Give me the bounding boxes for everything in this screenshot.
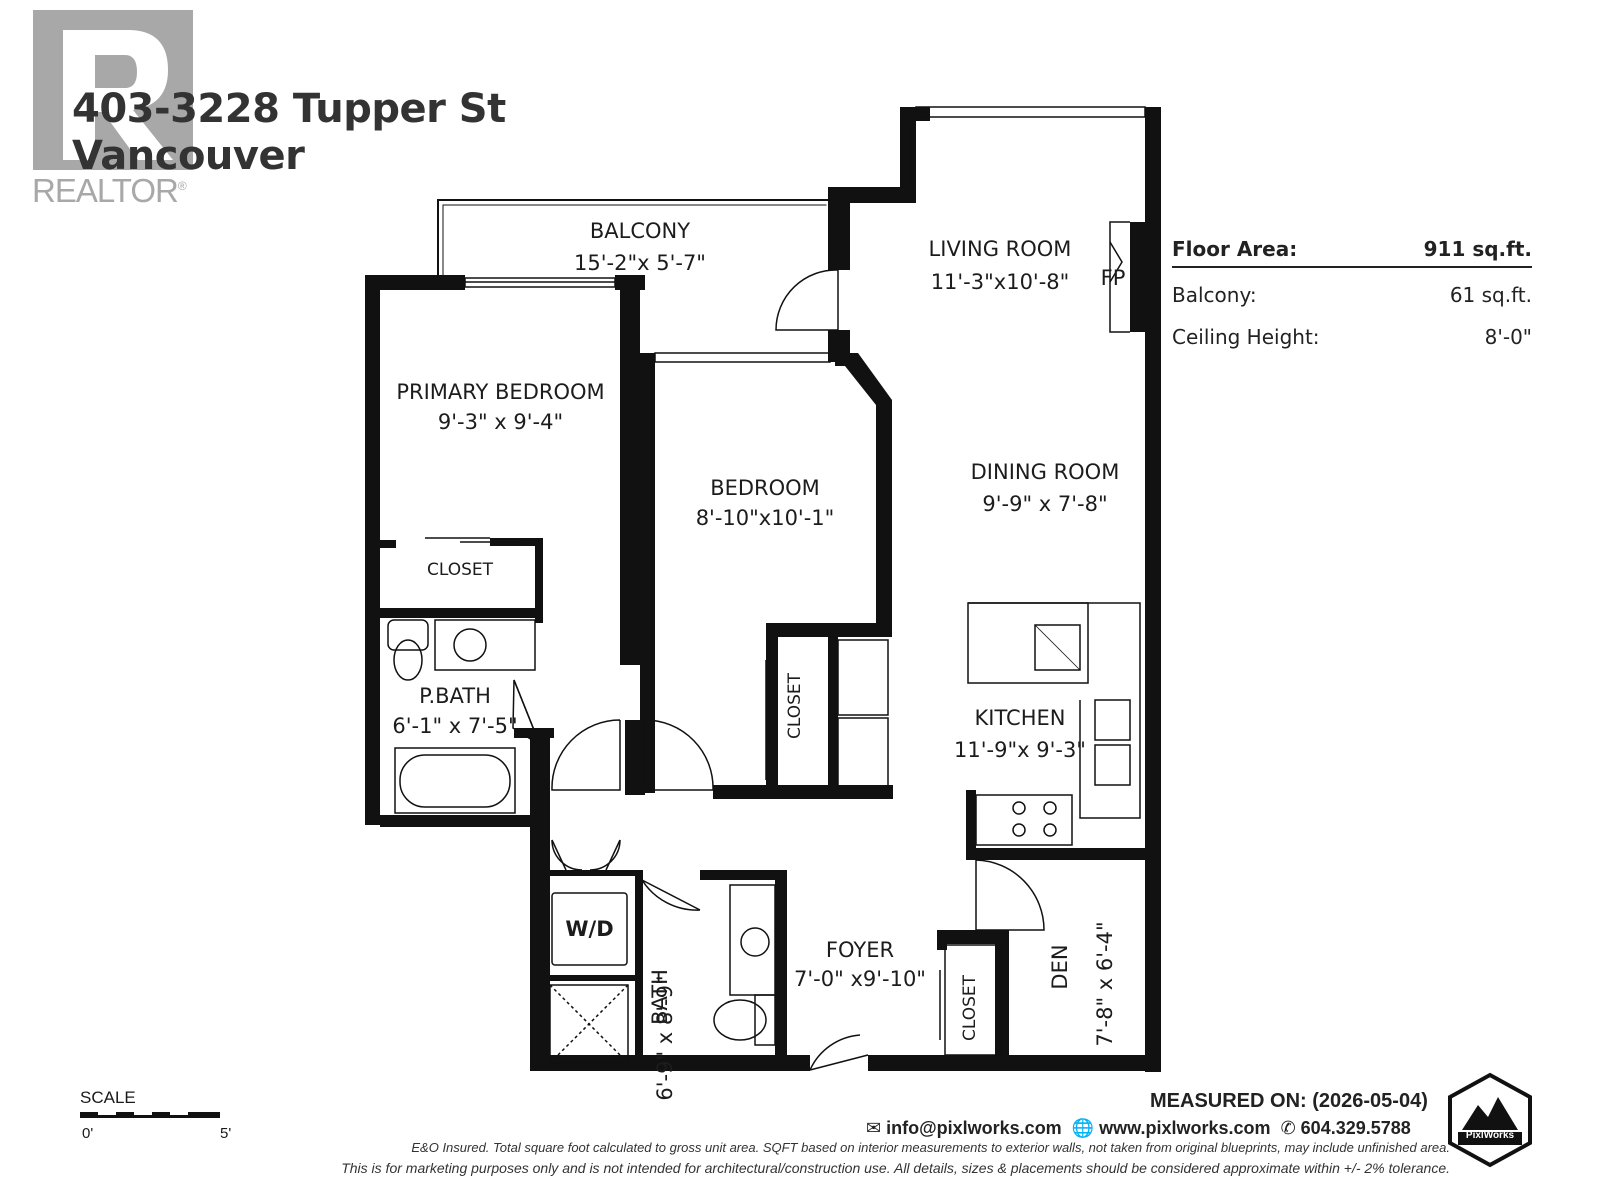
walls bbox=[365, 107, 1161, 1072]
measured-date: MEASURED ON: (2026-05-04) bbox=[1150, 1090, 1428, 1112]
floor-area-value: 911 sq.ft. bbox=[1423, 237, 1532, 261]
floor-area-row: Floor Area: 911 sq.ft. bbox=[1172, 232, 1532, 268]
ceiling-height-label: Ceiling Height: bbox=[1172, 325, 1320, 349]
balcony-area-value: 61 sq.ft. bbox=[1449, 283, 1532, 307]
balcony-dims: 15'-2"x 5'-7" bbox=[574, 251, 706, 275]
contact-line: ✉ info@pixlworks.com 🌐 www.pixlworks.com… bbox=[866, 1118, 1411, 1139]
bath-dims: 6'-9" x 8'-9" bbox=[653, 975, 677, 1101]
fireplace-label: FP bbox=[1100, 266, 1126, 290]
bedroom-closet-label: CLOSET bbox=[785, 672, 805, 740]
listing-address: 403-3228 Tupper St Vancouver bbox=[72, 86, 506, 180]
balcony-area-row: Balcony: 61 sq.ft. bbox=[1172, 274, 1532, 316]
dining-room-label: DINING ROOM bbox=[970, 460, 1120, 484]
kitchen-label: KITCHEN bbox=[974, 706, 1066, 730]
foyer-label: FOYER bbox=[825, 938, 895, 962]
disclaimer-line-1: E&O Insured. Total square foot calculate… bbox=[411, 1140, 1450, 1155]
address-line-2: Vancouver bbox=[72, 133, 305, 180]
ceiling-height-value: 8'-0" bbox=[1484, 325, 1532, 349]
pixlworks-logo-text: PixlWorks bbox=[1465, 1130, 1515, 1141]
kitchen-dims: 11'-9"x 9'-3" bbox=[954, 738, 1086, 762]
primary-bedroom-dims: 9'-3" x 9'-4" bbox=[437, 410, 564, 434]
pixlworks-logo bbox=[1448, 1072, 1532, 1168]
floor-area-label: Floor Area: bbox=[1172, 237, 1298, 261]
area-summary: Floor Area: 911 sq.ft. Balcony: 61 sq.ft… bbox=[1172, 232, 1532, 358]
email-link[interactable]: info@pixlworks.com bbox=[886, 1118, 1062, 1138]
living-room-label: LIVING ROOM bbox=[928, 237, 1072, 261]
scale-label: SCALE bbox=[80, 1088, 136, 1107]
foyer-dims: 7'-0" x9'-10" bbox=[794, 967, 926, 991]
primary-closet-label: CLOSET bbox=[426, 560, 494, 580]
website-link[interactable]: www.pixlworks.com bbox=[1099, 1118, 1271, 1138]
scale-start: 0' bbox=[82, 1125, 94, 1142]
den-label: DEN bbox=[1048, 944, 1072, 990]
balcony-area-label: Balcony: bbox=[1172, 283, 1257, 307]
bedroom-label: BEDROOM bbox=[710, 476, 820, 500]
address-line-1: 403-3228 Tupper St bbox=[72, 86, 506, 132]
pbath-dims: 6'-1" x 7'-5" bbox=[392, 714, 518, 738]
ceiling-height-row: Ceiling Height: 8'-0" bbox=[1172, 316, 1532, 358]
bedroom-dims: 8'-10"x10'-1" bbox=[695, 506, 835, 530]
globe-icon: 🌐 bbox=[1071, 1118, 1095, 1138]
balcony-label: BALCONY bbox=[589, 219, 691, 243]
foyer-closet-label: CLOSET bbox=[960, 974, 980, 1042]
den-dims: 7'-8" x 6'-4" bbox=[1093, 921, 1117, 1047]
living-room-dims: 11'-3"x10'-8" bbox=[930, 270, 1070, 294]
primary-bedroom-label: PRIMARY BEDROOM bbox=[396, 380, 605, 404]
scale-bar bbox=[80, 1112, 220, 1118]
disclaimer-line-2: This is for marketing purposes only and … bbox=[341, 1160, 1450, 1176]
washer-dryer-label: W/D bbox=[565, 917, 614, 941]
phone-icon: ✆ bbox=[1280, 1118, 1296, 1138]
scale-end: 5' bbox=[220, 1125, 232, 1142]
balcony-railing bbox=[437, 199, 831, 276]
phone-number[interactable]: 604.329.5788 bbox=[1300, 1118, 1411, 1138]
realtor-wordmark: REALTOR® bbox=[32, 172, 187, 209]
realtor-logo bbox=[33, 10, 193, 170]
email-icon: ✉ bbox=[866, 1118, 882, 1138]
pbath-label: P.BATH bbox=[419, 684, 491, 708]
dining-room-dims: 9'-9" x 7'-8" bbox=[982, 492, 1108, 516]
